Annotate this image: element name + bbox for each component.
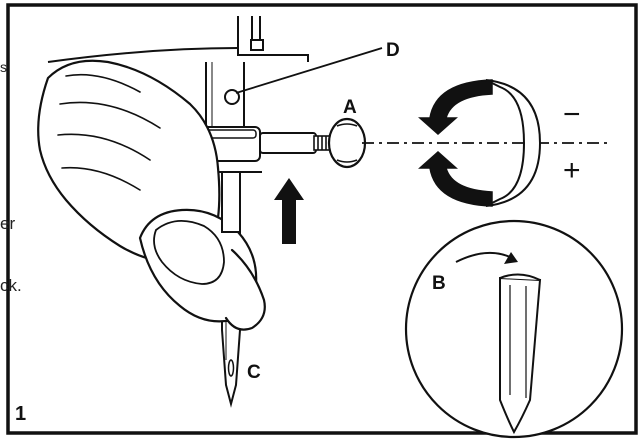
- machine-body: [47, 16, 309, 63]
- label-c: C: [247, 362, 261, 383]
- label-a: A: [343, 97, 357, 118]
- rotation-ring-icon: [418, 79, 542, 207]
- label-d: D: [386, 40, 400, 61]
- cropped-glyph: s: [0, 59, 7, 75]
- figure-number: 1: [15, 403, 26, 425]
- cropped-text-fragment-2: ck.: [0, 276, 22, 295]
- hand: [37, 59, 266, 331]
- label-b: B: [432, 273, 446, 294]
- cropped-text-fragment-1: er: [0, 214, 15, 233]
- clamp-screw: [313, 117, 367, 169]
- needle-bar-hole-d: [224, 89, 240, 105]
- minus-sign: −: [563, 98, 581, 131]
- up-arrow: [274, 178, 304, 244]
- needle-flat-detail: [404, 219, 624, 439]
- needle-shank-front: [221, 171, 241, 233]
- plus-sign: +: [563, 154, 581, 187]
- leader-line-d: [235, 47, 383, 94]
- needle-bar: [205, 62, 245, 130]
